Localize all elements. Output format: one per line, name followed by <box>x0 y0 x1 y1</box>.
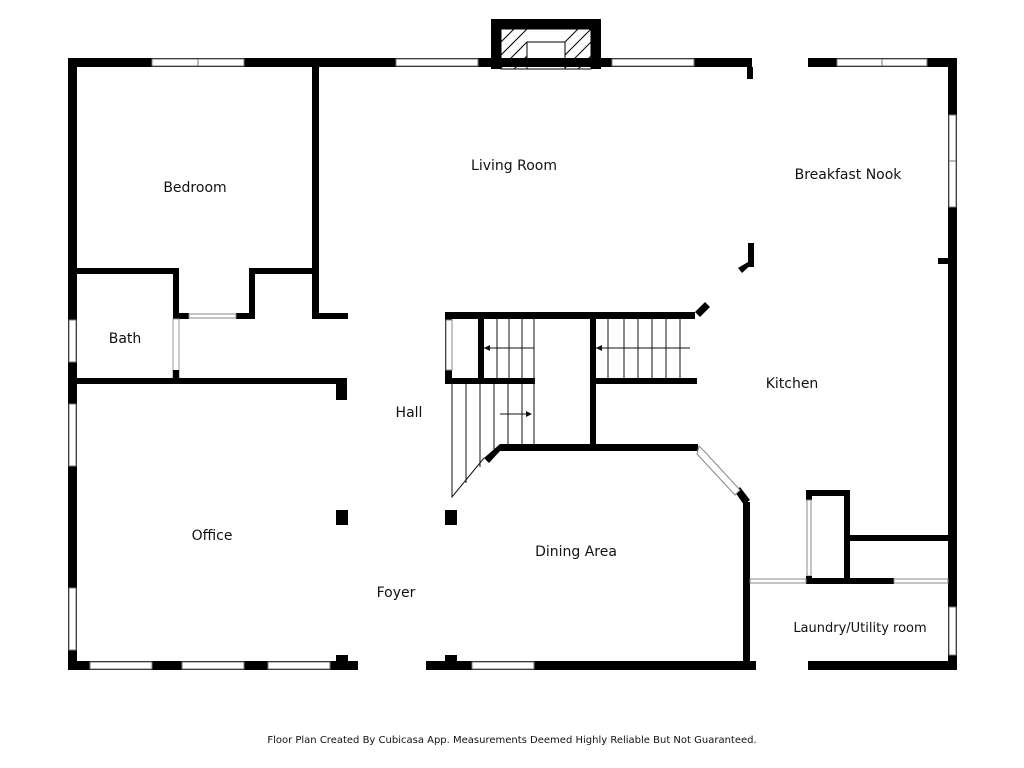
openings <box>445 319 741 496</box>
stair-arrow-icon <box>484 345 490 351</box>
stair-arrow-icon <box>596 345 602 351</box>
windows <box>68 58 957 670</box>
room-label-dining-area: Dining Area <box>535 544 617 560</box>
room-label-office: Office <box>192 528 233 544</box>
staircase <box>451 319 690 499</box>
room-label-bath: Bath <box>109 331 142 347</box>
room-label-bedroom: Bedroom <box>163 180 226 196</box>
room-label-laundry: Laundry/Utility room <box>793 621 926 636</box>
room-label-foyer: Foyer <box>377 585 416 601</box>
room-label-breakfast-nook: Breakfast Nook <box>795 167 903 183</box>
room-label-living-room: Living Room <box>471 158 557 174</box>
fireplace <box>491 19 601 70</box>
interior-walls <box>77 67 949 665</box>
stair-arrow-icon <box>526 411 532 417</box>
room-label-kitchen: Kitchen <box>766 376 819 392</box>
disclaimer-footer: Floor Plan Created By Cubicasa App. Meas… <box>267 735 757 746</box>
room-label-hall: Hall <box>396 405 423 421</box>
